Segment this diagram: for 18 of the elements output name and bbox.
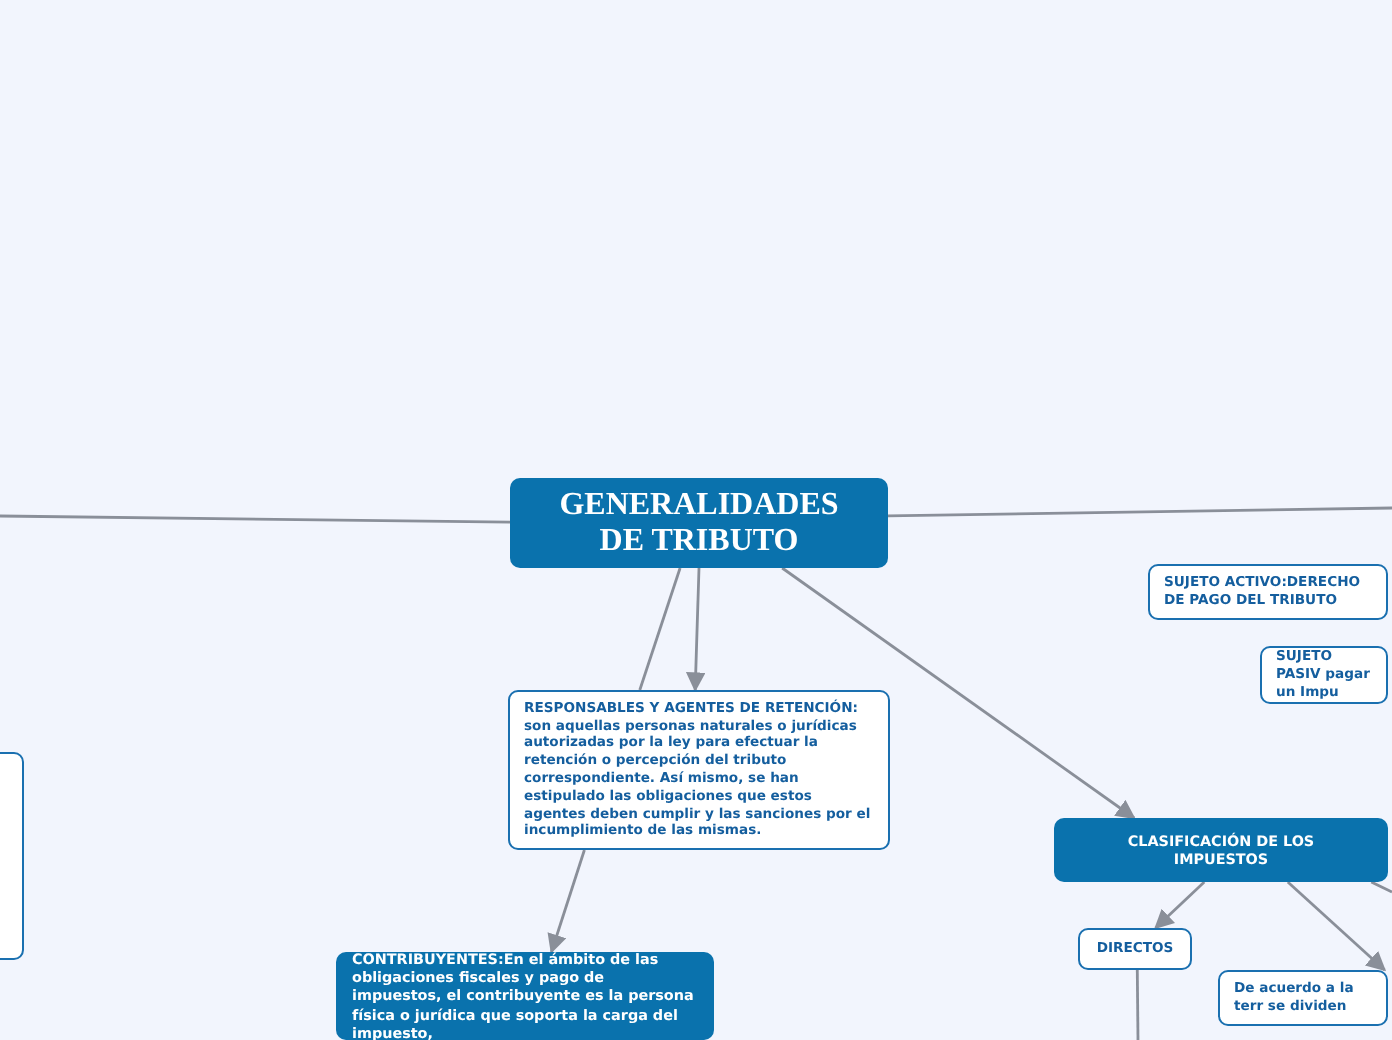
connector-line xyxy=(638,567,682,691)
connector-line xyxy=(887,506,1392,518)
connector-line xyxy=(781,566,1136,820)
note-box xyxy=(1078,928,1192,970)
connector-line xyxy=(685,567,706,692)
connector-line xyxy=(1135,970,1140,1040)
connector-line xyxy=(547,849,586,954)
note-box xyxy=(508,690,890,850)
connector-line xyxy=(1154,881,1206,930)
note-box xyxy=(1148,564,1388,620)
topic-box xyxy=(510,478,888,568)
subtopic-box xyxy=(1054,818,1388,882)
note-box xyxy=(1218,970,1388,1026)
connector-line xyxy=(1370,880,1392,894)
connector-line xyxy=(0,514,510,524)
note-box xyxy=(1260,646,1388,704)
connector-line xyxy=(1286,880,1387,972)
node-text: GENERALIDADES DE TRIBUTO xyxy=(557,487,841,559)
